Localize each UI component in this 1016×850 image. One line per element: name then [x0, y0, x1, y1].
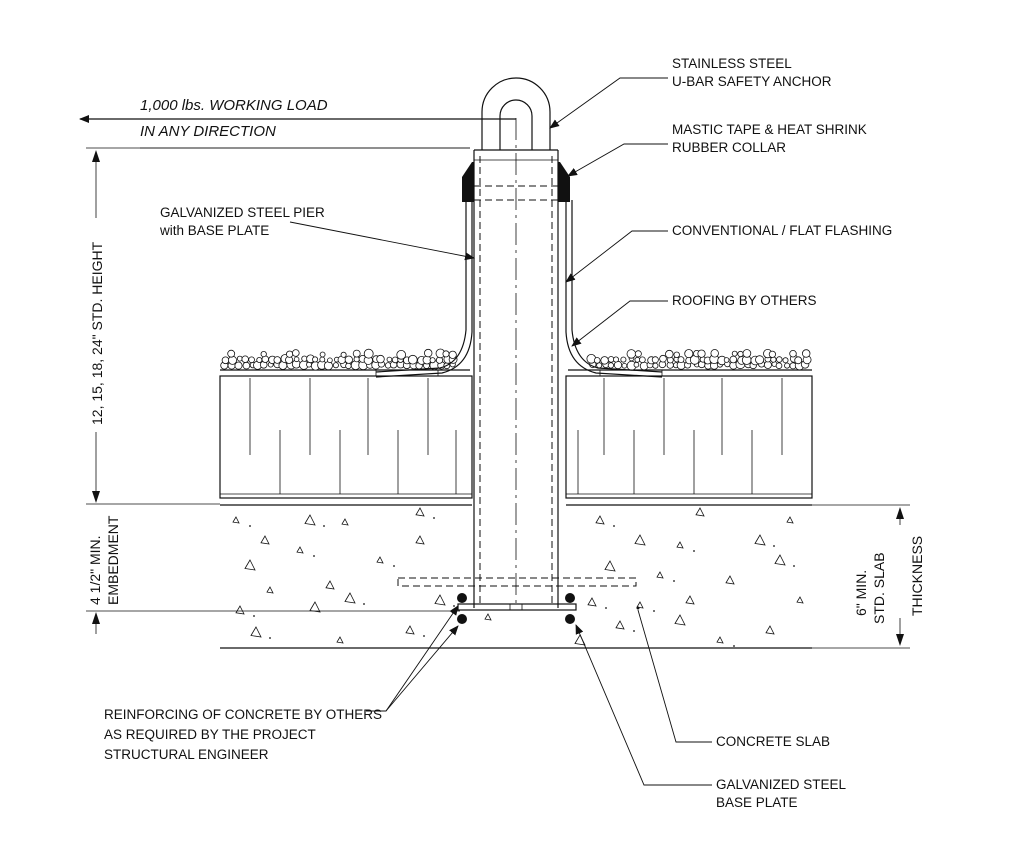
callout-pier: GALVANIZED STEEL PIER with BASE PLATE	[159, 205, 475, 261]
galvanized-steel-pier	[397, 118, 637, 608]
callout-reinforcing: REINFORCING OF CONCRETE BY OTHERS AS REQ…	[104, 605, 459, 762]
embedment-label-line2: EMBEDMENT	[105, 515, 121, 605]
mastic-collar	[462, 162, 570, 202]
callout-reinforcing-line1: REINFORCING OF CONCRETE BY OTHERS	[104, 707, 382, 722]
slab-thickness-label-line1: 6" MIN.	[853, 570, 869, 616]
height-dimension-label: 12, 15, 18, 24" STD. HEIGHT	[89, 241, 105, 425]
callout-anchor-line2: U-BAR SAFETY ANCHOR	[672, 74, 832, 89]
callout-reinforcing-line3: STRUCTURAL ENGINEER	[104, 747, 269, 762]
u-bar-safety-anchor	[481, 77, 551, 150]
callout-mastic-line1: MASTIC TAPE & HEAT SHRINK	[672, 122, 867, 137]
callout-anchor-line1: STAINLESS STEEL	[672, 56, 792, 71]
slab-thickness-label-line3: THICKNESS	[909, 536, 925, 616]
insulation-right	[565, 375, 813, 499]
callout-flashing: CONVENTIONAL / FLAT FLASHING	[565, 223, 892, 283]
callout-base-plate: GALVANIZED STEEL BASE PLATE	[575, 624, 847, 810]
height-dimension: 12, 15, 18, 24" STD. HEIGHT	[86, 147, 470, 503]
gravel-roofing-right	[568, 348, 812, 371]
callout-base-plate-line1: GALVANIZED STEEL	[716, 777, 847, 792]
callout-reinforcing-line2: AS REQUIRED BY THE PROJECT	[104, 727, 316, 742]
callout-anchor: STAINLESS STEEL U-BAR SAFETY ANCHOR	[549, 56, 832, 129]
concrete-aggregate	[232, 507, 804, 647]
load-label-line2: IN ANY DIRECTION	[140, 123, 276, 140]
callout-mastic-line2: RUBBER COLLAR	[672, 140, 786, 155]
callout-slab-line1: CONCRETE SLAB	[716, 734, 830, 749]
callout-roofing-line1: ROOFING BY OTHERS	[672, 293, 817, 308]
rebar	[457, 593, 575, 624]
callout-flashing-line1: CONVENTIONAL / FLAT FLASHING	[672, 223, 892, 238]
embedment-label-line1: 4 1/2" MIN.	[87, 535, 103, 605]
insulation-left	[219, 375, 473, 499]
working-load-arrow: 1,000 lbs. WORKING LOAD IN ANY DIRECTION	[79, 97, 516, 149]
load-label-line1: 1,000 lbs. WORKING LOAD	[140, 97, 328, 114]
slab-thickness-label-line2: STD. SLAB	[871, 552, 887, 624]
callout-slab: CONCRETE SLAB	[636, 606, 830, 749]
slab-thickness-dimension: 6" MIN. STD. SLAB THICKNESS	[812, 504, 925, 649]
callout-roofing: ROOFING BY OTHERS	[571, 293, 817, 347]
flashing	[375, 200, 663, 378]
callout-base-plate-line2: BASE PLATE	[716, 795, 798, 810]
callout-pier-line2: with BASE PLATE	[159, 223, 269, 238]
callout-pier-line1: GALVANIZED STEEL PIER	[160, 205, 325, 220]
embedment-dimension: 4 1/2" MIN. EMBEDMENT	[86, 515, 460, 634]
callout-mastic: MASTIC TAPE & HEAT SHRINK RUBBER COLLAR	[567, 122, 867, 177]
gravel-roofing-left	[220, 348, 470, 371]
